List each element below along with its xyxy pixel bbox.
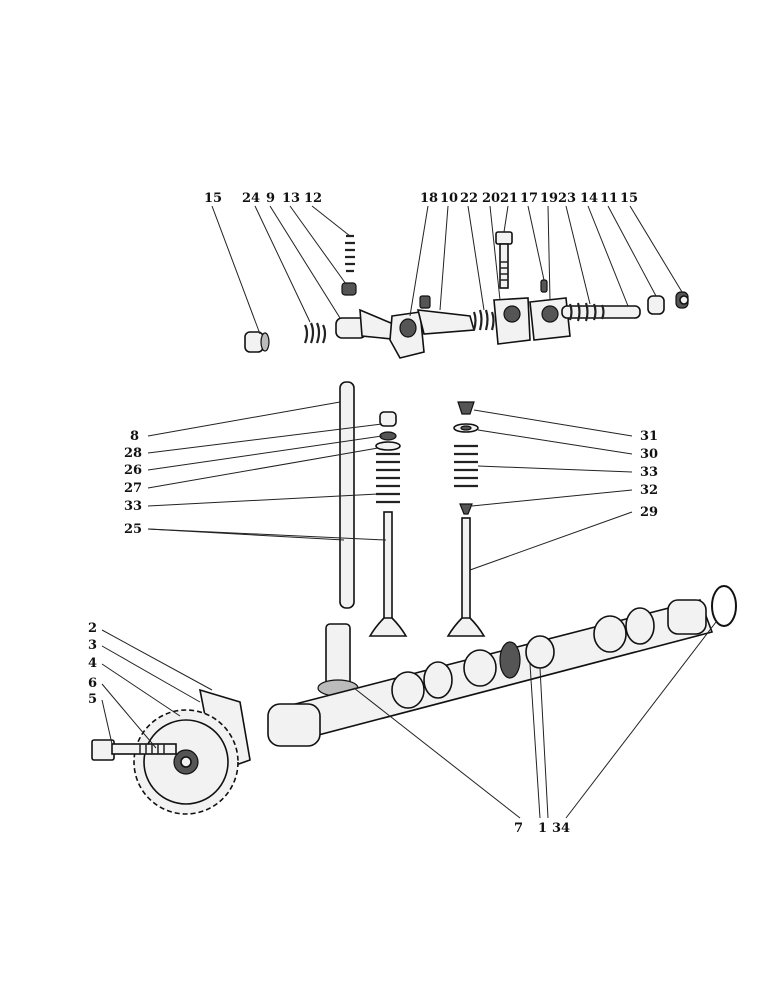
valve-stack-left [368,411,408,637]
adjuster-spring [345,234,355,273]
callout-30: 30 [640,447,658,462]
callout-25: 25 [124,522,142,537]
callout-top-23: 23 [558,191,576,206]
callout-top-18: 18 [420,191,438,206]
callout-top-22: 22 [460,191,478,206]
valve-stack-right [446,401,486,637]
camshaft [267,599,714,747]
callout-top-11: 11 [600,191,618,206]
sealing-ring [711,585,737,627]
shaft-spring-middle [472,309,495,331]
end-plug-right [675,291,689,309]
callout-top-9: 9 [266,191,275,206]
callout-6: 6 [88,676,97,691]
callout-28: 28 [124,446,142,461]
valve-train [339,381,486,637]
callout-top-24: 24 [242,191,260,206]
callout-2: 2 [88,621,97,636]
callout-29: 29 [640,505,658,520]
callout-26: 26 [124,463,142,478]
callout-top-14: 14 [580,191,598,206]
locknut [341,282,357,296]
shaft-spring-left [303,322,327,344]
support-bracket-right [529,297,571,341]
callout-4: 4 [88,656,97,671]
callout-top-15-left: 15 [204,191,222,206]
callout-top-21: 21 [500,191,518,206]
locating-dowel [540,279,548,293]
callout-top-19: 19 [540,191,558,206]
shaft-collar [647,295,665,315]
rocker-arm-right [416,295,476,335]
callout-34: 34 [552,821,570,836]
callout-7: 7 [514,821,523,836]
callout-3: 3 [88,638,97,653]
callout-top-10: 10 [440,191,458,206]
support-bracket-middle [493,297,531,345]
callout-1: 1 [538,821,547,836]
gear-bolt [91,739,177,761]
callout-33-left: 33 [124,499,142,514]
callout-8: 8 [130,429,139,444]
callout-top-17: 17 [520,191,538,206]
rocker-shaft [561,302,641,322]
callout-32: 32 [640,483,658,498]
leader-lines [101,205,717,819]
timing-gear [133,688,251,815]
callout-top-13: 13 [282,191,300,206]
callout-5: 5 [88,692,97,707]
camshaft-assembly [91,585,737,815]
callout-top-20: 20 [482,191,500,206]
callout-top-12: 12 [304,191,322,206]
rocker-bracket [389,311,425,359]
rocker-shaft-assembly [244,231,689,359]
bracket-bolt [495,231,513,289]
callout-top-15-right: 15 [620,191,638,206]
callout-27: 27 [124,481,142,496]
callout-31: 31 [640,429,658,444]
callout-labels: 15 24 9 13 12 18 10 22 20 21 17 19 23 14… [88,191,658,836]
callout-33-right: 33 [640,465,658,480]
end-plug-left [244,331,270,353]
tappet [317,623,359,697]
